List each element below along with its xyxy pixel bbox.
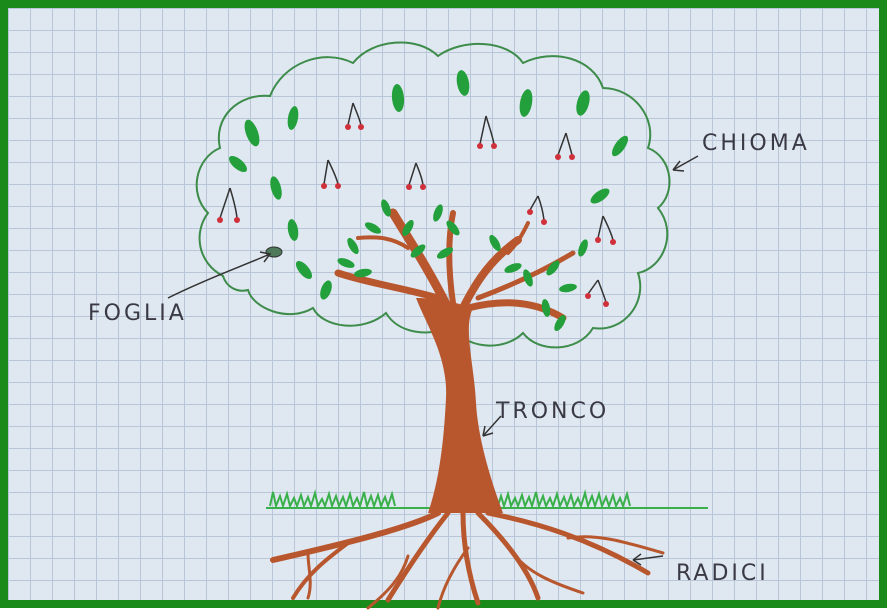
roots <box>273 513 663 608</box>
label-chioma: CHIOMA <box>702 131 810 156</box>
arrow-icon <box>673 156 698 171</box>
cherry-icon <box>555 133 575 160</box>
trunk <box>416 298 503 513</box>
cherry-icon <box>217 188 240 223</box>
cherry-icon <box>345 103 364 130</box>
arrow-icon <box>633 554 663 565</box>
arrow-icon <box>168 252 270 298</box>
cherry-icon <box>406 163 426 190</box>
cherry-icon <box>585 280 609 307</box>
label-radici: RADICI <box>676 561 769 586</box>
cherry-icon <box>527 196 547 225</box>
tree-diagram: CHIOMA FOGLIA TRONCO RADICI <box>8 8 887 616</box>
label-foglia: FOGLIA <box>88 301 187 326</box>
cherry-icon <box>477 116 497 149</box>
cherry-icon <box>595 216 616 245</box>
label-tronco: TRONCO <box>495 399 609 424</box>
cherries <box>217 103 616 307</box>
cherry-icon <box>321 160 341 189</box>
